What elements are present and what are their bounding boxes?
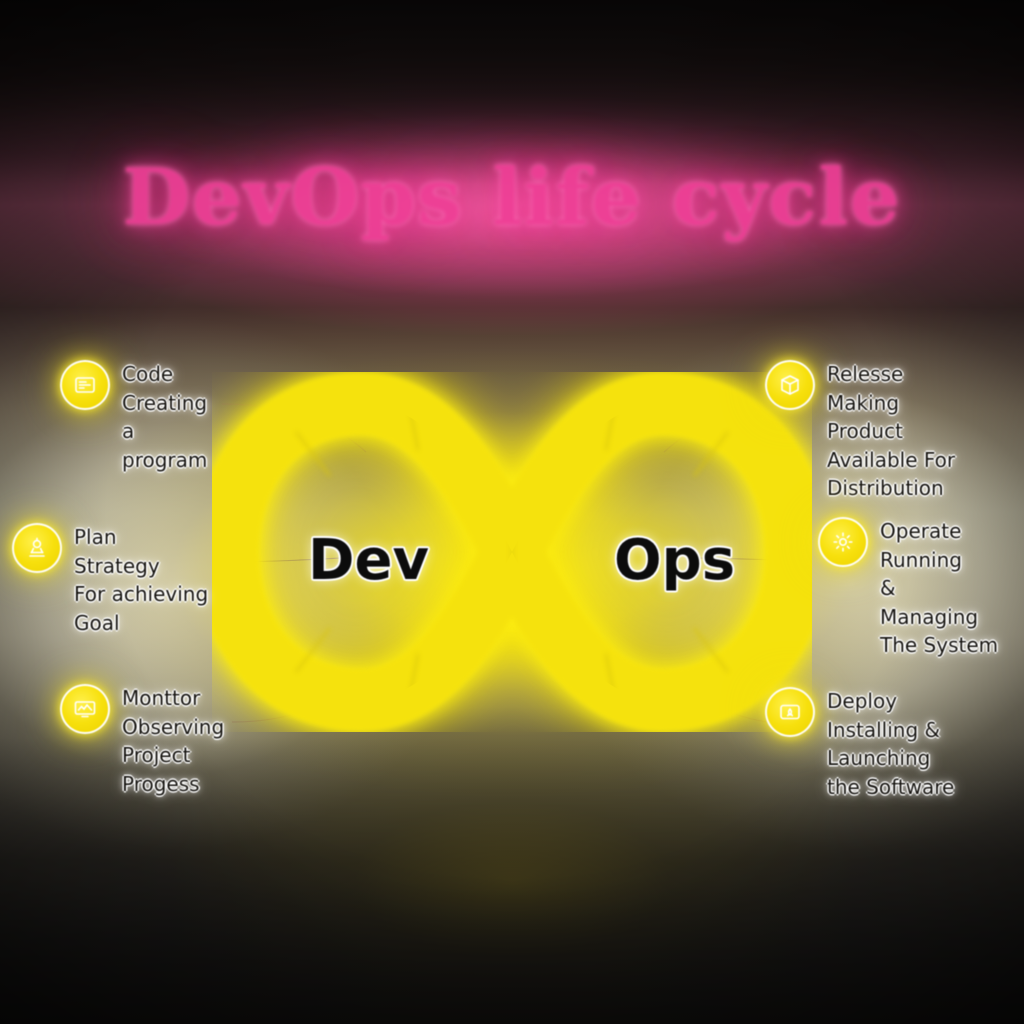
label-line: Managing xyxy=(880,604,979,629)
label-line: Strategy xyxy=(74,553,160,578)
stage-item-operate[interactable]: Operate Running & Managing The System xyxy=(818,517,998,660)
label-line: Operate xyxy=(880,519,962,543)
label-line: a xyxy=(122,419,135,443)
page-title: DevOps life cycle xyxy=(122,152,902,243)
dev-label: Dev xyxy=(308,528,429,593)
stage-item-operate-labels: Operate Running & Managing The System xyxy=(880,517,998,660)
stage-item-monitor[interactable]: Monttor Observing Project Progess xyxy=(60,684,224,798)
stage-item-release-labels: Relesse Making Product Available For Dis… xyxy=(827,360,955,503)
plan-strategy-icon xyxy=(12,523,62,573)
code-document-icon xyxy=(60,360,110,410)
label-line: Installing & xyxy=(827,717,941,742)
label-line: Progess xyxy=(122,771,200,796)
label-line: Goal xyxy=(74,610,120,635)
stage-item-deploy[interactable]: Deploy Installing & Launching the Softwa… xyxy=(765,687,954,801)
label-line: Deploy xyxy=(827,689,898,713)
label-line: Creating xyxy=(122,390,208,415)
label-line: program xyxy=(122,447,208,472)
deploy-rocket-icon xyxy=(765,687,815,737)
label-line: Project xyxy=(122,743,191,767)
label-line: & xyxy=(880,576,896,600)
label-line: For achieving xyxy=(74,582,209,606)
stage-item-monitor-labels: Monttor Observing Project Progess xyxy=(122,684,224,798)
label-line: Making xyxy=(827,390,900,415)
label-line: Distribution xyxy=(827,476,944,500)
label-line: Code xyxy=(122,362,174,386)
monitor-dashboard-icon xyxy=(60,684,110,734)
operate-gear-icon xyxy=(818,517,868,567)
label-line: The System xyxy=(880,633,999,657)
label-line: the Software xyxy=(827,774,955,799)
label-line: Running xyxy=(880,547,962,572)
label-line: Launching xyxy=(827,746,931,770)
stage-item-code-labels: Code Creating a program xyxy=(122,360,207,474)
label-line: Observing xyxy=(122,714,225,739)
stage-item-code[interactable]: Code Creating a program xyxy=(60,360,207,474)
label-line: Relesse xyxy=(827,362,904,386)
stage-item-release[interactable]: Relesse Making Product Available For Dis… xyxy=(765,360,955,503)
stage-item-plan[interactable]: Plan Strategy For achieving Goal xyxy=(12,523,208,637)
ops-label: Ops xyxy=(614,528,736,593)
label-line: Product xyxy=(827,419,903,443)
label-line: Plan xyxy=(74,525,117,549)
stage-item-deploy-labels: Deploy Installing & Launching the Softwa… xyxy=(827,687,954,801)
release-package-icon xyxy=(765,360,815,410)
label-line: Monttor xyxy=(122,686,201,710)
stage-item-plan-labels: Plan Strategy For achieving Goal xyxy=(74,523,208,637)
label-line: Available For xyxy=(827,447,956,472)
